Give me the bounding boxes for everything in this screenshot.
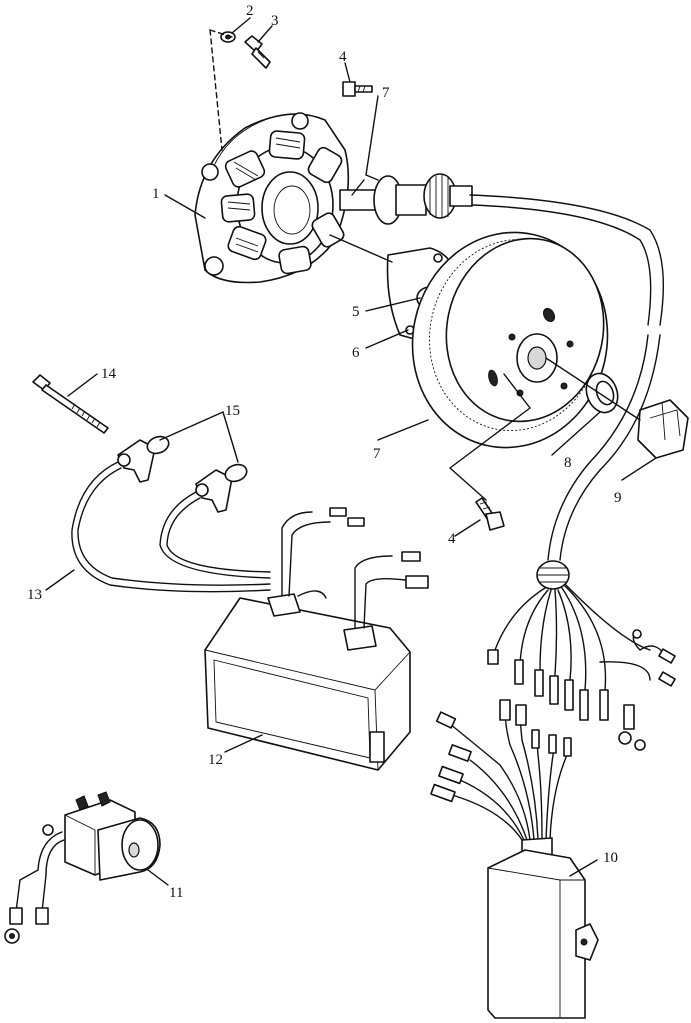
- flywheel: [411, 231, 609, 449]
- callout-7-top: 7: [382, 85, 390, 101]
- callout-15: 15: [225, 403, 240, 419]
- callout-11: 11: [169, 885, 183, 901]
- bolt-4-lower: [475, 497, 505, 531]
- callout-4-lower: 4: [448, 531, 456, 547]
- hv-leads: [71, 461, 271, 593]
- callout-7: 7: [373, 446, 381, 462]
- callout-numbers: 1 2 3 4 7 5 6 7 8 9 4 10 11 12 13 14 15: [27, 3, 622, 901]
- starter-shaft: [339, 173, 473, 225]
- callout-9: 9: [614, 490, 622, 506]
- callout-12: 12: [208, 752, 223, 768]
- callout-6: 6: [352, 345, 360, 361]
- stator-harness: [469, 194, 676, 751]
- ignition-coil: [204, 507, 429, 771]
- cdi-harness: [430, 699, 599, 1019]
- callout-10: 10: [603, 850, 618, 866]
- bolt-14: [32, 374, 109, 434]
- bolt-4-top: [342, 81, 373, 97]
- callout-1: 1: [152, 186, 160, 202]
- washer-8: [585, 372, 619, 414]
- callout-4-top: 4: [339, 49, 347, 65]
- starter-solenoid: [4, 791, 161, 944]
- callout-3: 3: [271, 13, 279, 29]
- callout-5: 5: [352, 304, 360, 320]
- stator-assembly: [194, 112, 350, 284]
- callout-2: 2: [246, 3, 254, 19]
- screw-3: [244, 35, 271, 69]
- nut-9: [637, 399, 689, 459]
- spark-plug-caps: [117, 435, 248, 513]
- callout-14: 14: [101, 366, 117, 382]
- leader-lines: [45, 17, 657, 886]
- callout-8: 8: [564, 455, 572, 471]
- callout-13: 13: [27, 587, 42, 603]
